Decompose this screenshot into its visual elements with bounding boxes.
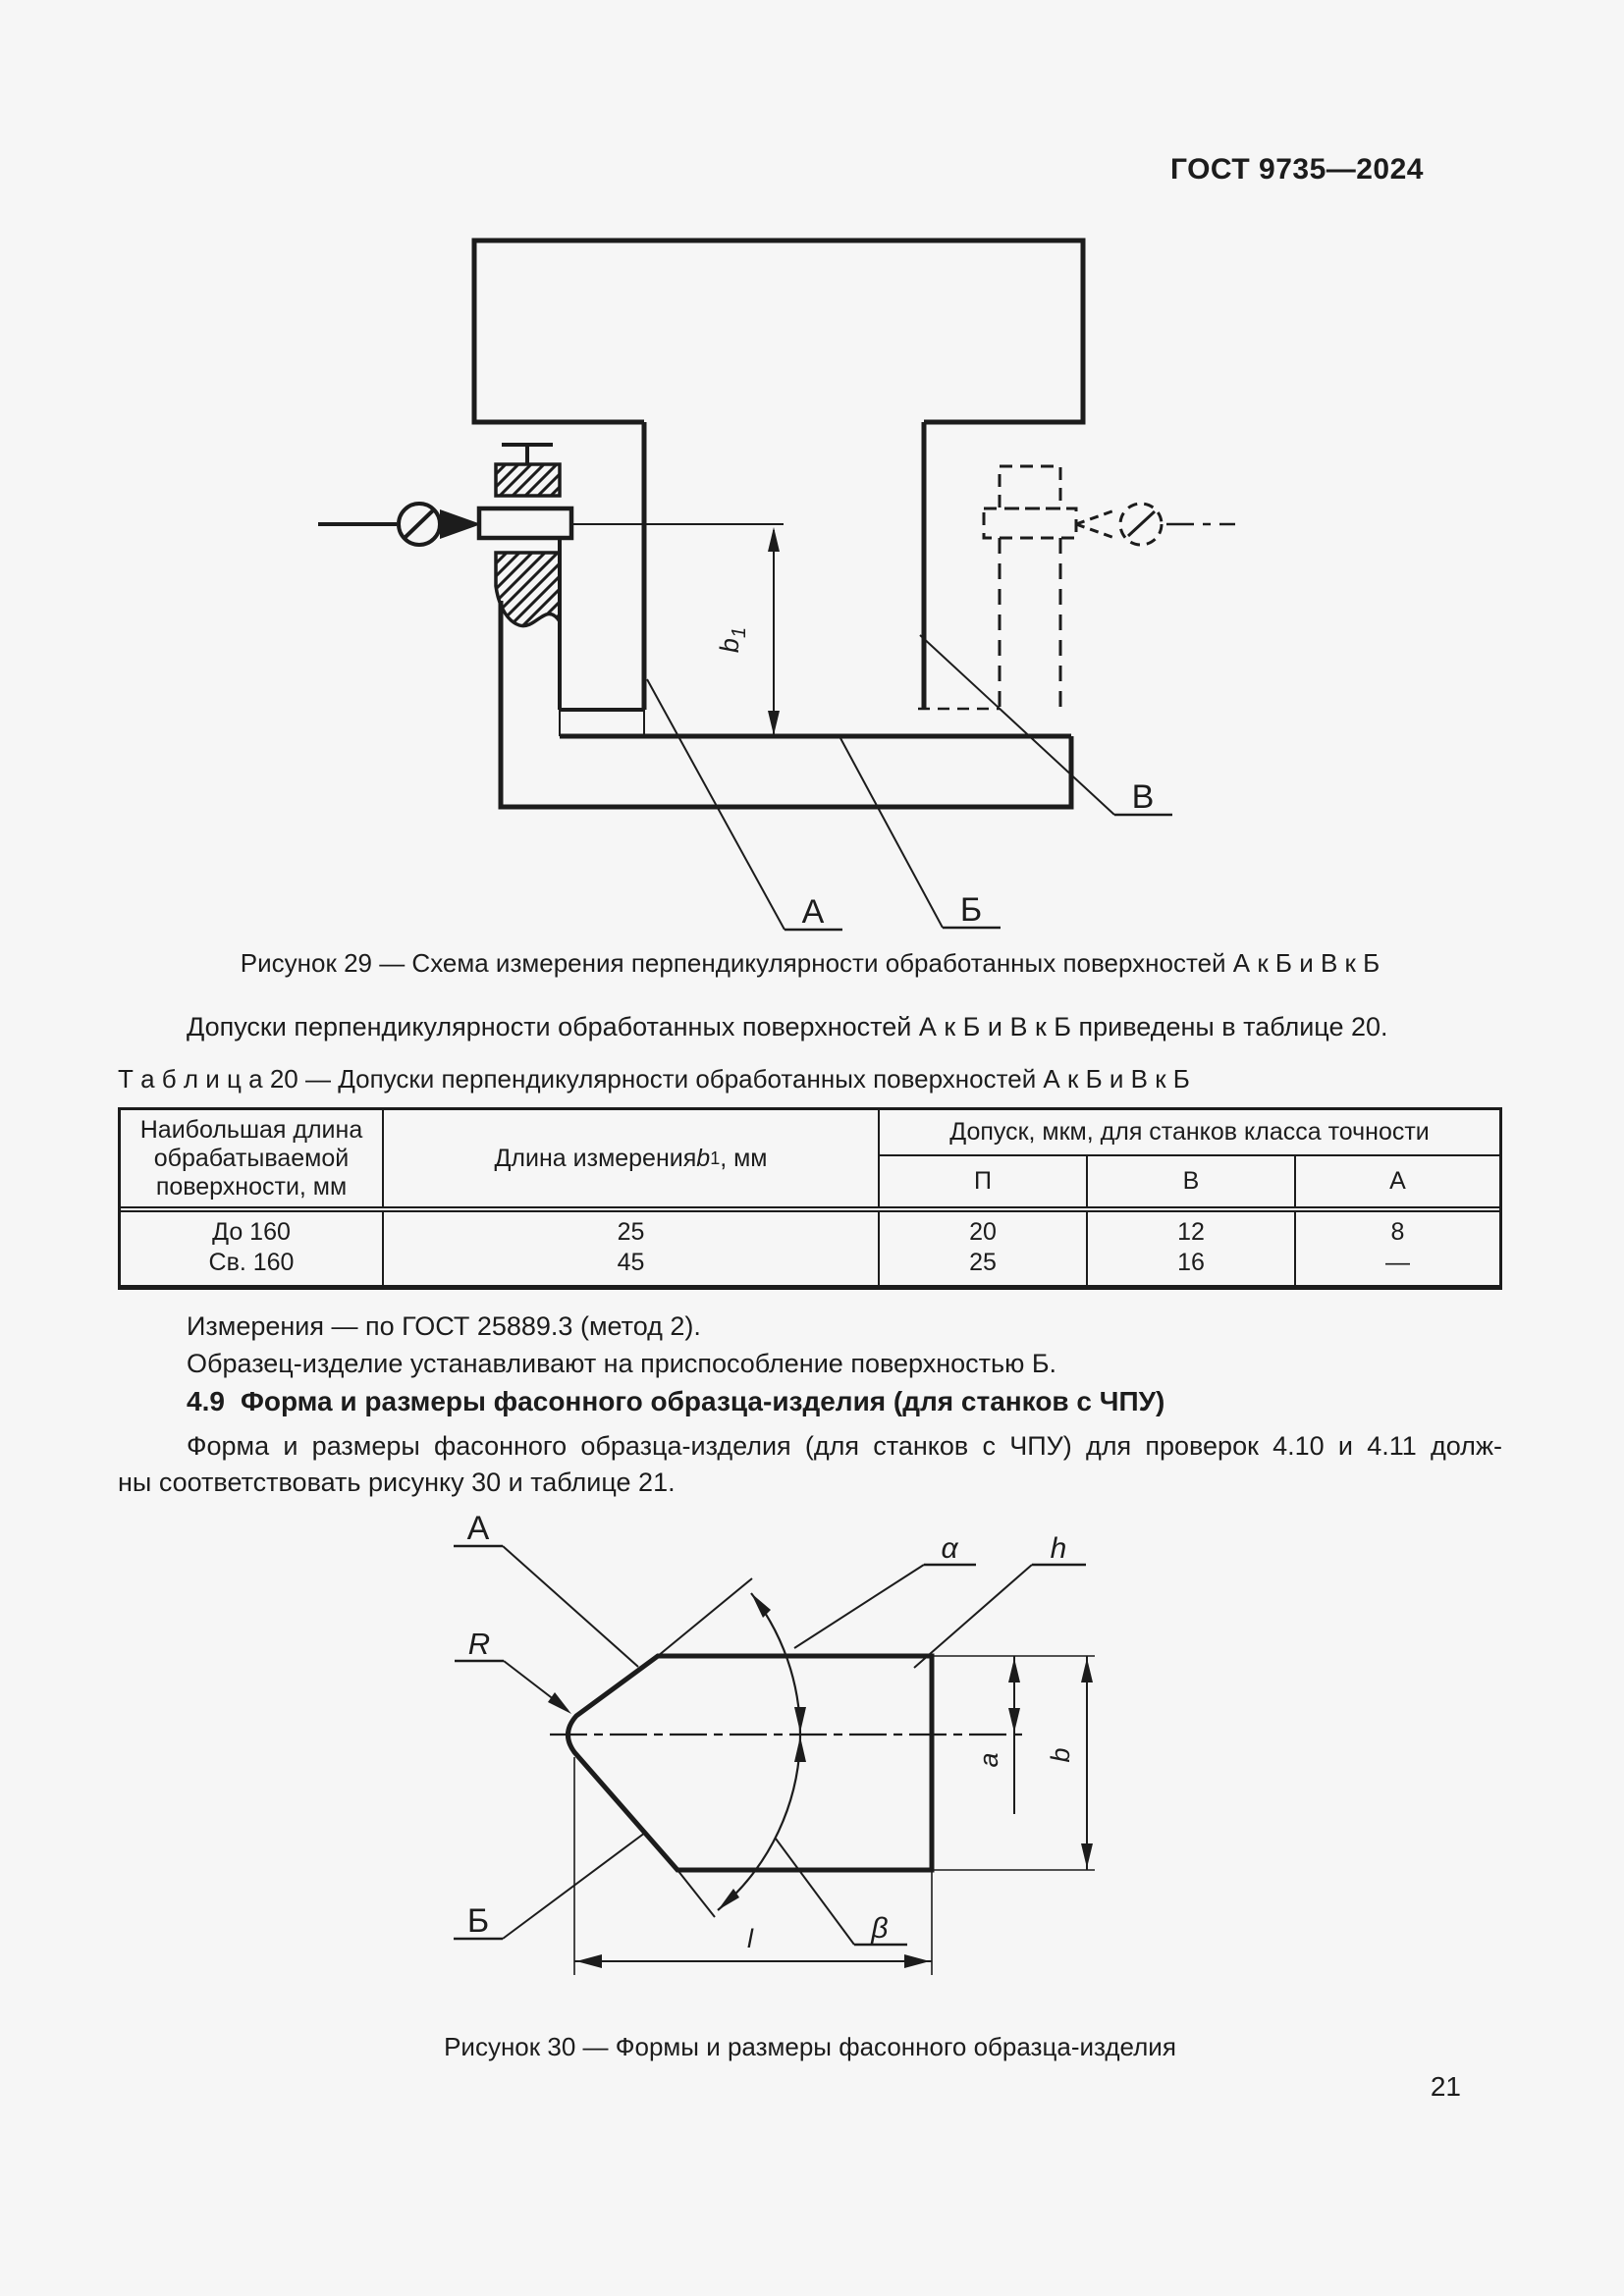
leader-alpha [793, 1564, 925, 1649]
dim-b-arrow-down [1081, 1843, 1093, 1868]
figure29-caption: Рисунок 29 — Схема измерения перпендикул… [240, 948, 1380, 978]
table-cell-length: До 160 Св. 160 [121, 1212, 384, 1285]
section-number: 4.9 [187, 1386, 225, 1416]
indicator-holder [476, 506, 574, 541]
figure30-diagram: a b l А R Б α h β [454, 1512, 1095, 1975]
col2-post: , мм [720, 1144, 768, 1172]
dashed-holder [982, 507, 1078, 540]
leader-h [913, 1564, 1033, 1669]
row1-a: 8 [1390, 1218, 1405, 1246]
table20-class-v: В [1088, 1156, 1296, 1206]
paragraph-tolerances: Допуски перпендикулярности обработанных … [187, 1012, 1388, 1041]
row1-length: До 160 [212, 1218, 291, 1246]
figure29-label-v: В [1132, 778, 1155, 816]
table20-class-p: П [880, 1156, 1088, 1206]
dashed-clamp-block [998, 464, 1062, 510]
figure29-label-b: Б [960, 891, 982, 929]
table-cell-p: 20 25 [880, 1212, 1088, 1285]
paragraph2-line2: ны соответствовать рисунку 30 и таблице … [118, 1468, 676, 1497]
row1-p: 20 [969, 1218, 997, 1246]
col2-var: b [696, 1144, 711, 1172]
specimen-profile [566, 1653, 935, 1873]
leader-surface-a [646, 678, 785, 931]
arc-arrow-center-up [794, 1707, 806, 1733]
dim-b1-arrow-down [768, 711, 780, 735]
dial-slash-left [404, 508, 435, 539]
bottom-slant-extension [677, 1869, 716, 1918]
arc-arrow-center-down [794, 1736, 806, 1762]
dim-l-arrow-right [904, 1954, 930, 1968]
table-cell-measure: 25 45 [384, 1212, 880, 1285]
leader-b30 [502, 1832, 646, 1940]
figure30-label-r: R [468, 1627, 490, 1661]
table-cell-a: 8 — [1296, 1212, 1499, 1285]
table20-body: До 160 Св. 160 25 45 20 25 12 16 8 — [121, 1212, 1499, 1285]
dial-slash-right [1126, 509, 1157, 538]
dim-a-label: a [974, 1752, 1003, 1767]
figure30-label-alpha: α [941, 1532, 958, 1565]
figure30-label-a: А [467, 1512, 490, 1547]
figure29-label-a: А [802, 893, 825, 931]
dim-b1-label: b1 [715, 627, 750, 653]
fixture-top-block [471, 238, 1086, 425]
dim-a-arrow-up [1008, 1658, 1020, 1682]
indicator-cone-left [440, 509, 481, 539]
document-header: ГОСТ 9735—2024 [1169, 153, 1424, 186]
leader-beta [775, 1838, 855, 1946]
clamp-upper-hatch [494, 462, 562, 498]
dim-b-arrow-up [1081, 1658, 1093, 1682]
leader-surface-v [919, 634, 1115, 816]
table20-col1-header: Наибольшая длина обрабатываемой поверхно… [121, 1110, 384, 1206]
dial-indicator-right-icon [1118, 502, 1164, 547]
leader-surface-b [839, 737, 944, 929]
figure29-diagram: b1 А Б В [318, 238, 1235, 932]
workpiece-outline [498, 601, 1074, 810]
dashed-cone-bottom [1075, 522, 1118, 541]
table20-group-header: Допуск, мкм, для станков класса точности [880, 1110, 1499, 1156]
figure30-caption: Рисунок 30 — Формы и размеры фасонного о… [444, 2032, 1176, 2061]
row2-p: 25 [969, 1249, 997, 1276]
row2-measure: 45 [617, 1249, 645, 1276]
table-cell-v: 12 16 [1088, 1212, 1296, 1285]
paragraph2-line1: Форма и размеры фасонного образца-издели… [187, 1431, 1502, 1461]
row1-v: 12 [1177, 1218, 1205, 1246]
leader-a30 [502, 1545, 639, 1668]
top-slant-extension [657, 1577, 753, 1657]
figure30-label-h: h [1051, 1532, 1067, 1565]
dim-l-arrow-left [576, 1954, 602, 1968]
row2-length: Св. 160 [208, 1249, 295, 1276]
arc-arrow-bottom [718, 1889, 739, 1910]
clamp-lower-hatch [494, 551, 562, 628]
figure30-label-beta: β [870, 1912, 888, 1945]
table20: Наибольшая длина обрабатываемой поверхно… [118, 1107, 1502, 1290]
section-title: Форма и размеры фасонного образца-издели… [240, 1386, 1165, 1416]
note-measurement: Измерения — по ГОСТ 25889.3 (метод 2). [187, 1311, 701, 1341]
section-heading: 4.9 Форма и размеры фасонного образца-изд… [118, 1386, 1502, 1417]
dim-b-label: b [1046, 1747, 1075, 1762]
figure30-label-b: Б [467, 1902, 489, 1940]
dim-b1-arrow-up [768, 527, 780, 552]
note-specimen: Образец-изделие устанавливают на приспос… [187, 1349, 1057, 1378]
table20-class-a: А [1389, 1167, 1406, 1195]
table20-double-rule [121, 1206, 1499, 1212]
dim-a-arrow-down [1008, 1708, 1020, 1733]
table20-caption: Т а б л и ц а 20 — Допуски перпендикуляр… [118, 1064, 1190, 1094]
col2-pre: Длина измерения [494, 1144, 697, 1172]
row1-measure: 25 [617, 1218, 645, 1246]
row2-v: 16 [1177, 1249, 1205, 1276]
dashed-cone-top [1075, 507, 1118, 526]
page-number: 21 [1430, 2071, 1461, 2102]
col2-sub: 1 [710, 1148, 721, 1168]
dim-l-label: l [747, 1924, 754, 1953]
arc-arrow-top [751, 1593, 771, 1618]
table20-header: Наибольшая длина обрабатываемой поверхно… [121, 1110, 1499, 1206]
row2-a: — [1385, 1249, 1410, 1276]
leader-r-arrow [548, 1692, 571, 1714]
